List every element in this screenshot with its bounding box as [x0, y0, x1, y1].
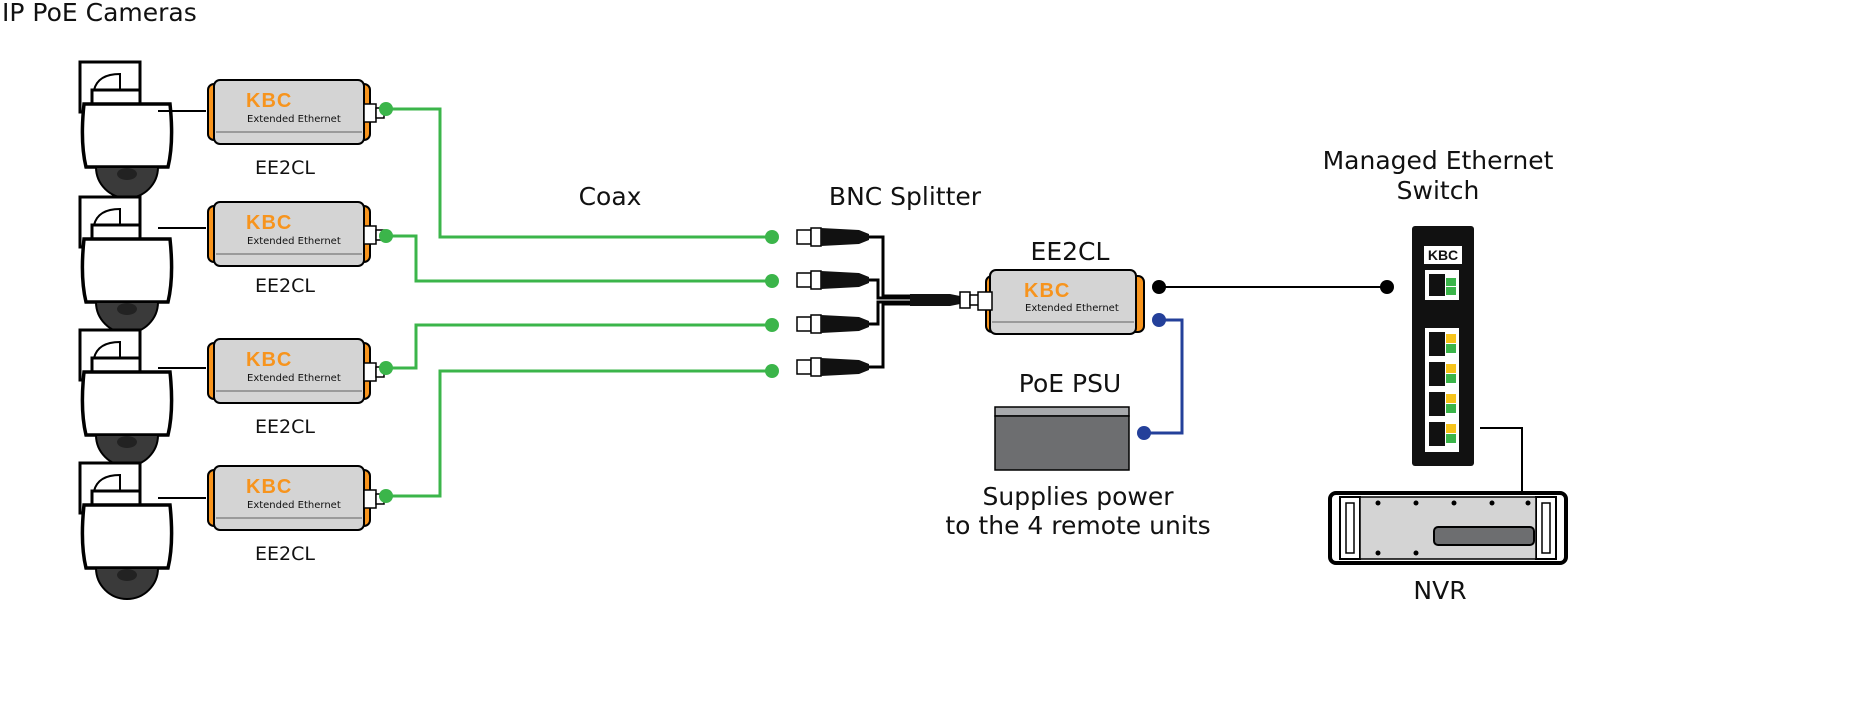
camera-icon — [78, 461, 174, 601]
remote-unit-label: EE2CL — [255, 416, 315, 438]
power-endpoint — [1152, 313, 1166, 327]
nvr-label: NVR — [1413, 576, 1467, 605]
psu-label: PoE PSU — [1018, 369, 1122, 398]
psu-note-line1: Supplies power — [982, 482, 1174, 511]
ethernet-switch: KBC — [1412, 226, 1474, 466]
bnc-splitter-label: BNC Splitter — [828, 182, 982, 211]
switch-uplink-port — [1425, 270, 1459, 300]
bnc-splitter — [796, 227, 983, 377]
switch-port-bank — [1425, 328, 1459, 452]
remote-unit-brand: KBC — [246, 90, 292, 112]
camera-ethernet-links — [158, 110, 206, 499]
remote-unit-4: KBC Extended Ethernet — [207, 465, 385, 531]
remote-unit-1: KBC Extended Ethernet — [207, 79, 385, 145]
ethernet-endpoint — [1380, 280, 1394, 294]
remote-unit-subtitle: Extended Ethernet — [247, 373, 341, 384]
switch-label-line1: Managed Ethernet — [1322, 146, 1554, 175]
coax-links — [386, 107, 772, 498]
remote-unit-subtitle: Extended Ethernet — [247, 500, 341, 511]
coax-label: Coax — [578, 182, 642, 211]
remote-unit-3: KBC Extended Ethernet — [207, 338, 385, 404]
central-unit-subtitle: Extended Ethernet — [1025, 303, 1119, 314]
nvr-link — [1480, 427, 1523, 492]
switch-label-line2: Switch — [1396, 176, 1480, 205]
central-unit-label: EE2CL — [1030, 237, 1110, 266]
remote-unit-label: EE2CL — [255, 275, 315, 297]
remote-unit-2: KBC Extended Ethernet — [207, 201, 385, 267]
remote-unit-subtitle: Extended Ethernet — [247, 114, 341, 125]
nvr-device — [1328, 491, 1568, 565]
camera-icon — [78, 328, 174, 468]
ethernet-endpoint — [1152, 280, 1166, 294]
remote-unit-brand: KBC — [246, 212, 292, 234]
switch-brand: KBC — [1428, 247, 1458, 263]
central-unit: KBC Extended Ethernet — [977, 269, 1145, 335]
remote-unit-subtitle: Extended Ethernet — [247, 236, 341, 247]
remote-unit-label: EE2CL — [255, 157, 315, 179]
remote-unit-label: EE2CL — [255, 543, 315, 565]
coax-endpoints — [379, 102, 779, 503]
poe-psu — [994, 406, 1130, 471]
camera-icon — [78, 195, 174, 335]
remote-unit-brand: KBC — [246, 349, 292, 371]
remote-unit-brand: KBC — [246, 476, 292, 498]
central-unit-brand: KBC — [1024, 280, 1070, 302]
camera-icon — [78, 60, 174, 200]
psu-note-line2: to the 4 remote units — [945, 511, 1211, 540]
power-link — [1144, 318, 1184, 435]
page-title: IP PoE Cameras — [2, 0, 197, 27]
power-endpoint — [1137, 426, 1151, 440]
